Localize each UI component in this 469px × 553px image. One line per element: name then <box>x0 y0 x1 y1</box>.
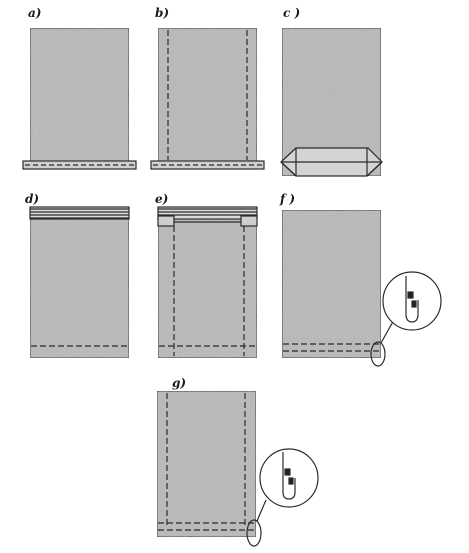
panel-label-e: e) <box>155 192 169 206</box>
panel-label-d: d) <box>25 192 40 206</box>
panel-c-bag <box>280 27 383 177</box>
panel-g-detail-callout <box>259 448 319 508</box>
panel-f-bag <box>281 209 396 367</box>
panel-f-detail-callout <box>382 271 442 331</box>
panel-label-b: b) <box>155 6 170 20</box>
panel-d-bag <box>29 206 130 359</box>
panel-e-bag <box>157 206 258 359</box>
panel-label-f: f ) <box>280 192 296 206</box>
panel-a-bag <box>22 27 137 170</box>
panel-label-c: c ) <box>283 6 301 20</box>
panel-b-bag <box>150 27 265 170</box>
panel-label-g: g) <box>172 376 187 390</box>
panel-g-bag <box>156 390 267 547</box>
panel-label-a: a) <box>28 6 42 20</box>
